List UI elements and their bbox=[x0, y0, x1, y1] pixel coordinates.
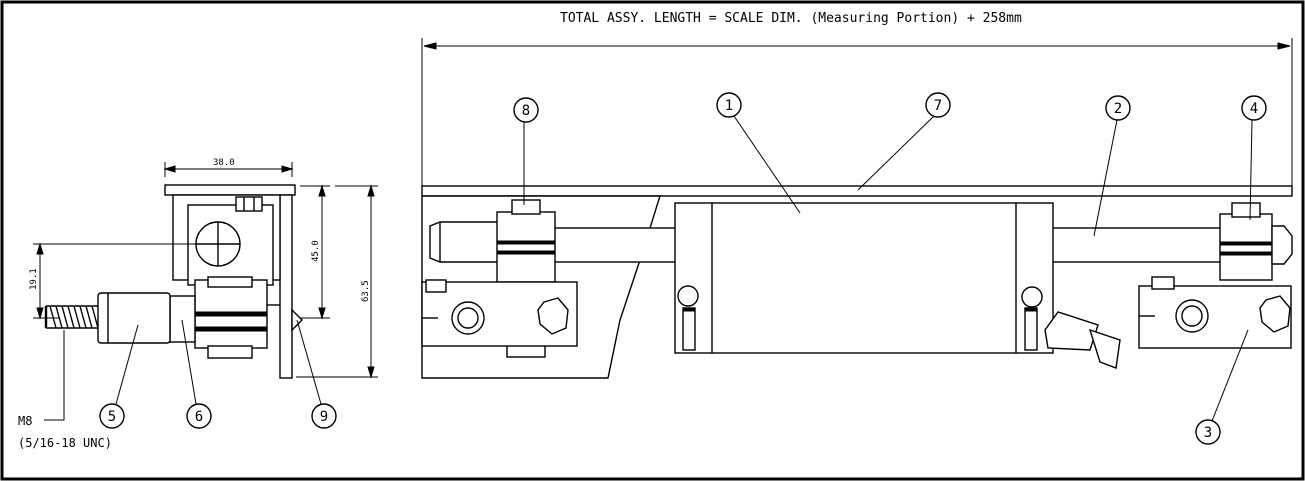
balloon-5: 5 bbox=[99, 403, 125, 429]
balloon-1: 1 bbox=[716, 92, 742, 118]
total-length-dimension: TOTAL ASSY. LENGTH = SCALE DIM. (Measuri… bbox=[421, 11, 1293, 190]
balloon-4: 4 bbox=[1241, 95, 1267, 121]
balloon-6-label: 6 bbox=[195, 409, 203, 425]
total-length-note: TOTAL ASSY. LENGTH = SCALE DIM. (Measuri… bbox=[560, 11, 1022, 26]
balloon-2: 2 bbox=[1105, 95, 1131, 121]
balloon-8: 8 bbox=[513, 97, 539, 123]
balloon-3: 3 bbox=[1195, 419, 1221, 445]
balloon-1-label: 1 bbox=[725, 98, 733, 114]
thread-unc-label: (5/16-18 UNC) bbox=[18, 436, 112, 450]
dim-thread-offset: 19.1 bbox=[29, 268, 39, 290]
dim-height-inner: 45.0 bbox=[311, 240, 321, 262]
end-view: 38.0 45.0 63.5 19 bbox=[18, 158, 378, 450]
balloon-2-label: 2 bbox=[1114, 101, 1122, 117]
balloon-7-label: 7 bbox=[934, 98, 942, 114]
balloon-4-label: 4 bbox=[1250, 101, 1258, 117]
balloon-9: 9 bbox=[311, 403, 337, 429]
balloon-6: 6 bbox=[186, 403, 212, 429]
dim-width-top: 38.0 bbox=[213, 158, 235, 168]
balloon-8-label: 8 bbox=[522, 103, 530, 119]
balloon-3-label: 3 bbox=[1204, 425, 1212, 441]
thread-size-label: M8 bbox=[18, 414, 32, 428]
main-view bbox=[421, 115, 1293, 422]
dim-height-outer: 63.5 bbox=[361, 280, 371, 302]
thread-spring bbox=[44, 305, 99, 329]
balloon-9-label: 9 bbox=[320, 409, 328, 425]
balloon-7: 7 bbox=[925, 92, 951, 118]
balloon-5-label: 5 bbox=[108, 409, 116, 425]
